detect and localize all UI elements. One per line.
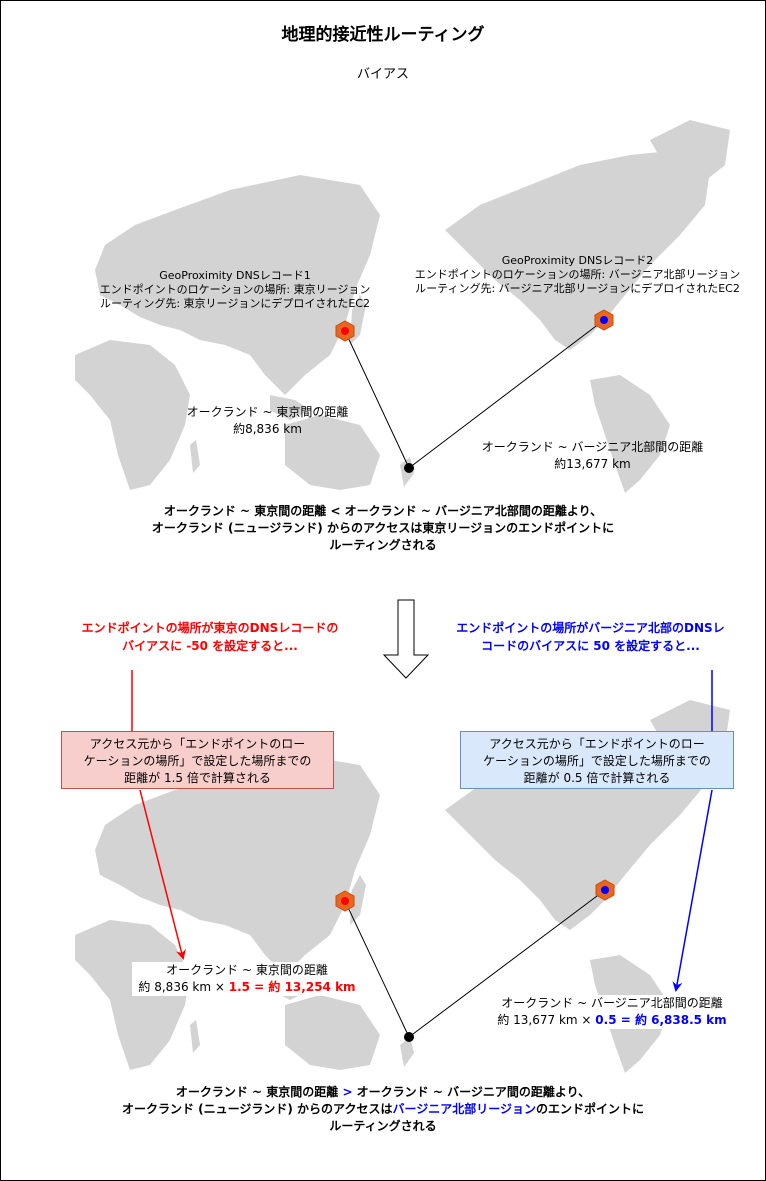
diagram-title: 地理的接近性ルーティング — [281, 25, 485, 45]
record2-label: GeoProximity DNSレコード2 エンドポイントのロケーションの場所:… — [390, 254, 765, 296]
virginia-bias-note-line2: ケーションの場所」で設定した場所までの — [483, 754, 711, 768]
top-distance-virginia-value: 約13,677 km — [554, 457, 631, 471]
bottom-conclusion-d: のエンドポイントに — [536, 1102, 645, 1116]
auckland-dot — [404, 1032, 414, 1042]
bottom-distance-tokyo-label: オークランド ~ 東京間の距離 — [166, 963, 328, 977]
tokyo-region-marker — [335, 320, 355, 342]
map-land — [75, 120, 730, 493]
bottom-conclusion-a: オークランド ~ 東京間の距離 — [175, 1085, 343, 1099]
bottom-conclusion-gt: > — [342, 1085, 353, 1099]
tokyo-bias-heading-line1: エンドポイントの場所が東京のDNSレコードの — [81, 621, 339, 635]
virginia-bias-note-line3: 距離が 0.5 倍で計算される — [523, 771, 671, 785]
top-conclusion-line2: オークランド (ニュージランド) からのアクセスは東京リージョンのエンドポイント… — [151, 521, 615, 535]
bottom-distance-tokyo: オークランド ~ 東京間の距離 約 8,836 km × 1.5 = 約 13,… — [132, 962, 362, 996]
diagram-subtitle: バイアス — [356, 67, 409, 82]
tokyo-bias-note: アクセス元から「エンドポイントのロー ケーションの場所」で設定した場所までの 距… — [61, 731, 334, 789]
bottom-conclusion-b: オークランド ~ バージニア間の距離より、 — [352, 1085, 591, 1099]
bottom-distance-virginia-result: 0.5 = 約 6,838.5 km — [595, 1013, 727, 1027]
virginia-bias-heading-line2: コードのバイアスに 50 を設定すると... — [481, 639, 700, 653]
top-line-virginia — [408, 319, 605, 469]
tokyo-bias-heading: エンドポイントの場所が東京のDNSレコードの バイアスに -50 を設定すると.… — [40, 619, 380, 655]
bottom-conclusion-line2: オークランド (ニュージランド) からのアクセスはバージニア北部リージョンのエン… — [60, 1101, 706, 1118]
top-line-tokyo — [344, 330, 410, 469]
tokyo-bias-heading-line2: バイアスに -50 を設定すると... — [122, 639, 298, 653]
top-conclusion-line1: オークランド ~ 東京間の距離 < オークランド ~ バージニア北部間の距離より… — [163, 504, 603, 518]
top-conclusion: オークランド ~ 東京間の距離 < オークランド ~ バージニア北部間の距離より… — [60, 503, 706, 554]
record2-title: GeoProximity DNSレコード2 — [501, 254, 654, 267]
bottom-line-virginia — [408, 889, 606, 1038]
bottom-distance-virginia-base: 約 13,677 km × — [497, 1013, 596, 1027]
bottom-distance-virginia: オークランド ~ バージニア北部間の距離 約 13,677 km × 0.5 =… — [468, 995, 756, 1029]
record2-location: エンドポイントのロケーションの場所: バージニア北部リージョン — [414, 268, 741, 281]
record1-title: GeoProximity DNSレコード1 — [159, 269, 311, 282]
bottom-distance-virginia-calc: 約 13,677 km × 0.5 = 約 6,838.5 km — [468, 1012, 756, 1029]
virginia-bias-note: アクセス元から「エンドポイントのロー ケーションの場所」で設定した場所までの 距… — [460, 731, 734, 789]
bottom-distance-tokyo-calc: 約 8,836 km × 1.5 = 約 13,254 km — [132, 979, 362, 996]
virginia-region-marker — [594, 309, 614, 331]
blue-arrow — [672, 789, 713, 992]
bottom-line-tokyo — [344, 900, 410, 1038]
virginia-bias-heading: エンドポイントの場所がバージニア北部のDNSレ コードのバイアスに 50 を設定… — [418, 619, 763, 655]
bottom-distance-virginia-label: オークランド ~ バージニア北部間の距離 — [501, 996, 723, 1010]
bottom-conclusion-highlight: バージニア北部リージョン — [392, 1102, 536, 1116]
tokyo-region-marker — [335, 890, 355, 912]
record1-label: GeoProximity DNSレコード1 エンドポイントのロケーションの場所:… — [50, 269, 420, 311]
top-distance-tokyo: オークランド ~ 東京間の距離 約8,836 km — [155, 404, 380, 438]
bottom-conclusion-line3: ルーティングされる — [329, 1119, 437, 1133]
top-conclusion-line3: ルーティングされる — [329, 538, 437, 552]
top-distance-tokyo-value: 約8,836 km — [233, 422, 302, 436]
top-distance-tokyo-label: オークランド ~ 東京間の距離 — [186, 405, 349, 419]
top-world-map — [75, 120, 730, 493]
tokyo-bias-note-line2: ケーションの場所」で設定した場所までの — [83, 754, 312, 768]
red-arrow — [139, 789, 186, 960]
tokyo-bias-note-line1: アクセス元から「エンドポイントのロー — [89, 737, 306, 751]
tokyo-bias-note-line3: 距離が 1.5 倍で計算される — [124, 771, 271, 785]
bottom-conclusion-c: オークランド (ニュージランド) からのアクセスは — [121, 1102, 393, 1116]
bottom-conclusion-line1: オークランド ~ 東京間の距離 > オークランド ~ バージニア間の距離より、 — [60, 1084, 706, 1101]
record1-location: エンドポイントのロケーションの場所: 東京リージョン — [99, 283, 371, 296]
bottom-distance-tokyo-base: 約 8,836 km × — [138, 980, 229, 994]
down-arrow-icon — [382, 599, 430, 679]
bottom-distance-tokyo-result: 1.5 = 約 13,254 km — [228, 980, 356, 994]
auckland-dot — [404, 463, 414, 473]
record2-target: ルーティング先: バージニア北部リージョンにデプロイされたEC2 — [415, 282, 740, 295]
record1-target: ルーティング先: 東京リージョンにデプロイされたEC2 — [100, 297, 370, 310]
virginia-bias-note-line1: アクセス元から「エンドポイントのロー — [489, 737, 705, 751]
top-distance-virginia-label: オークランド ~ バージニア北部間の距離 — [481, 440, 704, 454]
virginia-region-marker — [595, 879, 615, 901]
virginia-bias-heading-line1: エンドポイントの場所がバージニア北部のDNSレ — [456, 621, 725, 635]
bottom-conclusion: オークランド ~ 東京間の距離 > オークランド ~ バージニア間の距離より、 … — [60, 1084, 706, 1135]
top-distance-virginia: オークランド ~ バージニア北部間の距離 約13,677 km — [455, 439, 730, 473]
